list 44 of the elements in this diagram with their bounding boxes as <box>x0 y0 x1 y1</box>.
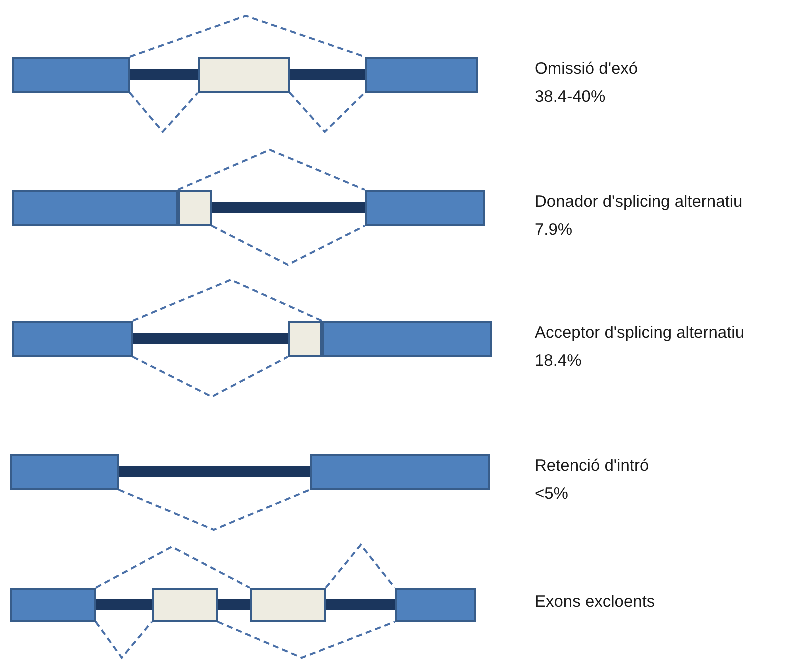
exon-box <box>12 190 178 226</box>
splicing-type-label: Retenció d'intró <box>535 457 650 476</box>
percentage-label: <5% <box>535 485 568 504</box>
exon-box <box>12 57 130 93</box>
splice-junction-line <box>132 278 322 322</box>
percentage-label: 7.9% <box>535 221 573 240</box>
splice-junction-line <box>118 489 310 532</box>
exon-box <box>395 588 476 622</box>
splicing-type-label: Omissió d'exó <box>535 60 638 79</box>
splice-junction-line <box>132 356 288 398</box>
alternative-exon-box <box>178 190 212 226</box>
intron-line <box>290 70 365 80</box>
intron-line <box>133 334 288 344</box>
intron-line <box>130 70 198 80</box>
alternative-exon-box <box>198 57 290 93</box>
splicing-type-label: Donador d'splicing alternatiu <box>535 193 743 212</box>
alternative-exon-box <box>288 321 322 357</box>
intron-line <box>96 600 152 610</box>
splice-junction-line <box>96 546 250 589</box>
intron-line <box>119 466 310 478</box>
exon-box <box>365 190 485 226</box>
exon-box <box>322 321 492 357</box>
exon-box <box>10 588 96 622</box>
intron-line <box>218 600 250 610</box>
splice-junction-line <box>325 543 396 589</box>
exon-box <box>10 454 119 490</box>
percentage-label: 18.4% <box>535 352 582 371</box>
exon-box <box>12 321 133 357</box>
splicing-type-label: Acceptor d'splicing alternatiu <box>535 324 745 343</box>
splice-junction-line <box>212 225 366 266</box>
percentage-label: 38.4-40% <box>535 88 606 107</box>
intron-line <box>326 600 395 610</box>
splice-junction-line <box>178 148 366 191</box>
exon-box <box>310 454 490 490</box>
intron-line <box>212 202 365 214</box>
splice-junction-line <box>130 14 366 58</box>
splice-junction-line <box>289 92 366 134</box>
alternative-exon-box <box>152 588 218 622</box>
splice-junction-line <box>218 621 396 660</box>
exon-box <box>365 57 478 93</box>
splicing-type-label: Exons excloents <box>535 593 656 612</box>
alternative-exon-box <box>250 588 326 622</box>
splice-junction-line <box>129 92 199 134</box>
splice-junction-line <box>95 621 153 660</box>
